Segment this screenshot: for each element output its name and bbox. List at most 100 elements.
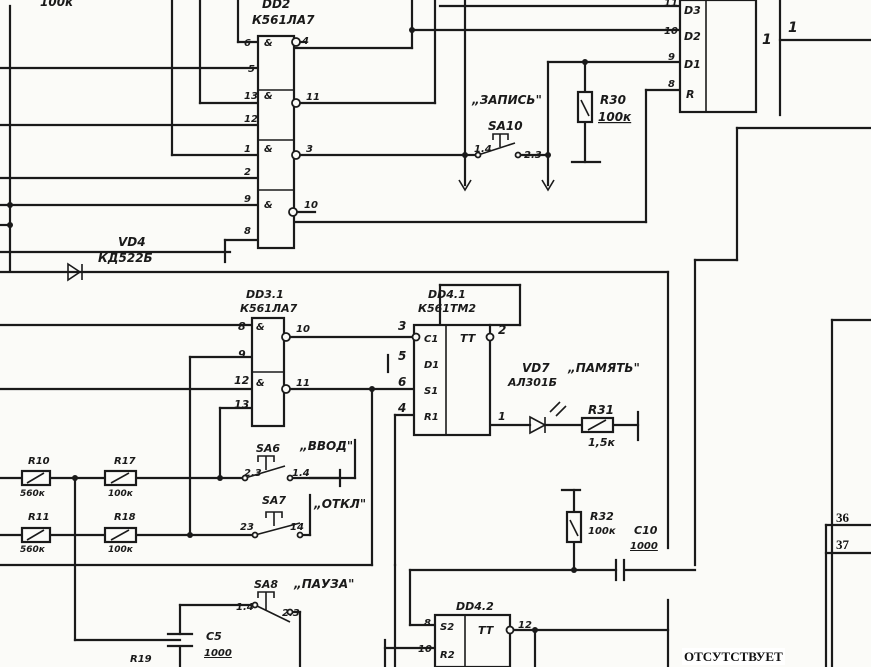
pin-dd3-13: 13 <box>234 398 250 411</box>
middle-wiring <box>0 283 871 667</box>
led-vd7 <box>529 401 567 435</box>
pin-dd4-c1: C1 <box>424 334 438 345</box>
label-pamyat: „ПАМЯТЬ" <box>567 361 640 375</box>
label-r11-ref: R11 <box>28 512 50 523</box>
pin-dd3-10: 10 <box>296 324 310 335</box>
pin-dd2-13: 13 <box>244 91 258 102</box>
label-r32-val: 100к <box>588 526 616 537</box>
text-labels: 100к DD2 К561ЛА7 6 & 4 5 13 & 11 12 1 & … <box>20 0 798 665</box>
pin-r-out-1b: 1 <box>788 20 798 36</box>
pin-dd42-12: 12 <box>518 620 532 631</box>
label-dd4-part: К561ТМ2 <box>418 302 476 315</box>
label-pauza: „ПАУЗА" <box>293 577 354 591</box>
pin-dd2-and-1: & <box>264 38 273 49</box>
label-r17-val: 100к <box>108 489 134 499</box>
label-r31-ref: R31 <box>588 403 614 417</box>
pin-dd2-5: 5 <box>248 64 255 75</box>
resistor-r11 <box>20 526 52 544</box>
resistor-r10 <box>20 469 52 487</box>
label-r10-ref: R10 <box>28 456 50 467</box>
pin-r-d1: D1 <box>684 58 701 71</box>
pin-sa7-23: 23 <box>240 522 254 533</box>
label-r18-ref: R18 <box>114 512 136 523</box>
chip-dd4-2 <box>433 613 515 667</box>
pin-dd2-4: 4 <box>301 36 309 47</box>
label-c5-ref: C5 <box>206 630 222 643</box>
label-dd2-part: К561ЛА7 <box>252 13 315 27</box>
pin-dd2-3: 3 <box>306 144 313 155</box>
pin-sa6-14: 1.4 <box>292 468 310 479</box>
pin-dd2-and-2: & <box>264 91 273 102</box>
pin-dd4-6: 6 <box>398 375 406 389</box>
pin-dd2-6: 6 <box>244 38 251 49</box>
label-dd3-part: К561ЛА7 <box>240 302 298 315</box>
pin-dd2-and-4: & <box>264 200 273 211</box>
resistor-r30 <box>576 90 594 124</box>
label-r10-val: 560к <box>20 489 46 499</box>
pin-dd4-r1: R1 <box>424 412 439 423</box>
pin-sa6-23: 2.3 <box>244 468 262 479</box>
label-num-36: 36 <box>836 510 849 525</box>
chip-dd4-1 <box>411 323 495 437</box>
pin-dd2-9: 9 <box>244 194 251 205</box>
label-num-37: 37 <box>836 537 849 552</box>
pin-dd2-11: 11 <box>306 92 320 103</box>
junction-dots-middle <box>72 386 577 633</box>
pin-r-r: R <box>686 88 694 101</box>
pin-dd3-11: 11 <box>296 378 310 389</box>
pin-sa10-14: 1.4 <box>474 144 492 155</box>
pin-dd4-5: 5 <box>398 349 406 363</box>
label-zapis: „ЗАПИСЬ" <box>471 93 542 107</box>
capacitor-c5 <box>166 632 194 648</box>
pin-dd3-and-2: & <box>256 378 265 389</box>
pin-r-11: 11 <box>664 0 678 9</box>
label-c5-val: 1000 <box>204 648 232 659</box>
pin-dd4-s1: S1 <box>424 386 438 397</box>
label-sa6: SA6 <box>256 442 280 455</box>
switch-sa8 <box>251 591 294 623</box>
pin-r-out-1: 1 <box>762 32 772 48</box>
pin-dd42-10: 10 <box>418 644 432 655</box>
label-dd4-ref: DD4.1 <box>428 288 466 301</box>
pin-dd2-1: 1 <box>244 144 251 155</box>
pin-dd42-r2: R2 <box>440 650 455 661</box>
pin-dd42-s2: S2 <box>440 622 454 633</box>
pin-dd4-tt: TT <box>460 332 477 345</box>
pin-dd4-4: 4 <box>397 401 406 415</box>
pin-dd42-tt: TT <box>478 624 495 637</box>
label-r30-ref: R30 <box>600 93 626 107</box>
chip-right-top <box>678 0 758 114</box>
chip-dd3-1 <box>250 316 291 428</box>
label-dd2-ref: DD2 <box>262 0 290 11</box>
pin-r-10: 10 <box>664 26 678 37</box>
label-vd7-ref: VD7 <box>522 361 550 375</box>
pin-dd2-2: 2 <box>244 167 251 178</box>
pin-r-d2: D2 <box>684 30 701 43</box>
pin-dd4-d1: D1 <box>424 360 439 371</box>
resistor-r31 <box>580 416 615 434</box>
diode-vd4 <box>67 262 83 282</box>
pin-dd3-8: 8 <box>238 320 246 333</box>
label-top-left: 100к <box>40 0 74 9</box>
pin-r-9: 9 <box>668 52 675 63</box>
pin-dd2-12: 12 <box>244 114 258 125</box>
capacitor-c10 <box>614 558 626 582</box>
label-r32-ref: R32 <box>590 510 614 523</box>
chip-dd2 <box>256 34 301 250</box>
label-vd7-part: АЛ301Б <box>507 376 557 389</box>
label-vvod: „ВВОД" <box>299 439 353 453</box>
top-wiring <box>0 0 871 567</box>
resistor-r17 <box>103 469 138 487</box>
pin-dd3-9: 9 <box>238 348 246 361</box>
label-missing: ОТСУТСТВУЕТ <box>682 648 785 665</box>
pin-sa8-23: 2.3 <box>282 608 300 619</box>
junction-dots <box>7 27 588 228</box>
switch-sa7 <box>251 511 304 539</box>
pin-dd4-2: 2 <box>498 323 506 337</box>
label-sa8: SA8 <box>254 578 278 591</box>
label-sa10: SA10 <box>488 119 523 133</box>
pin-r-d3: D3 <box>684 4 701 17</box>
pin-sa8-14: 1.4 <box>236 602 254 613</box>
